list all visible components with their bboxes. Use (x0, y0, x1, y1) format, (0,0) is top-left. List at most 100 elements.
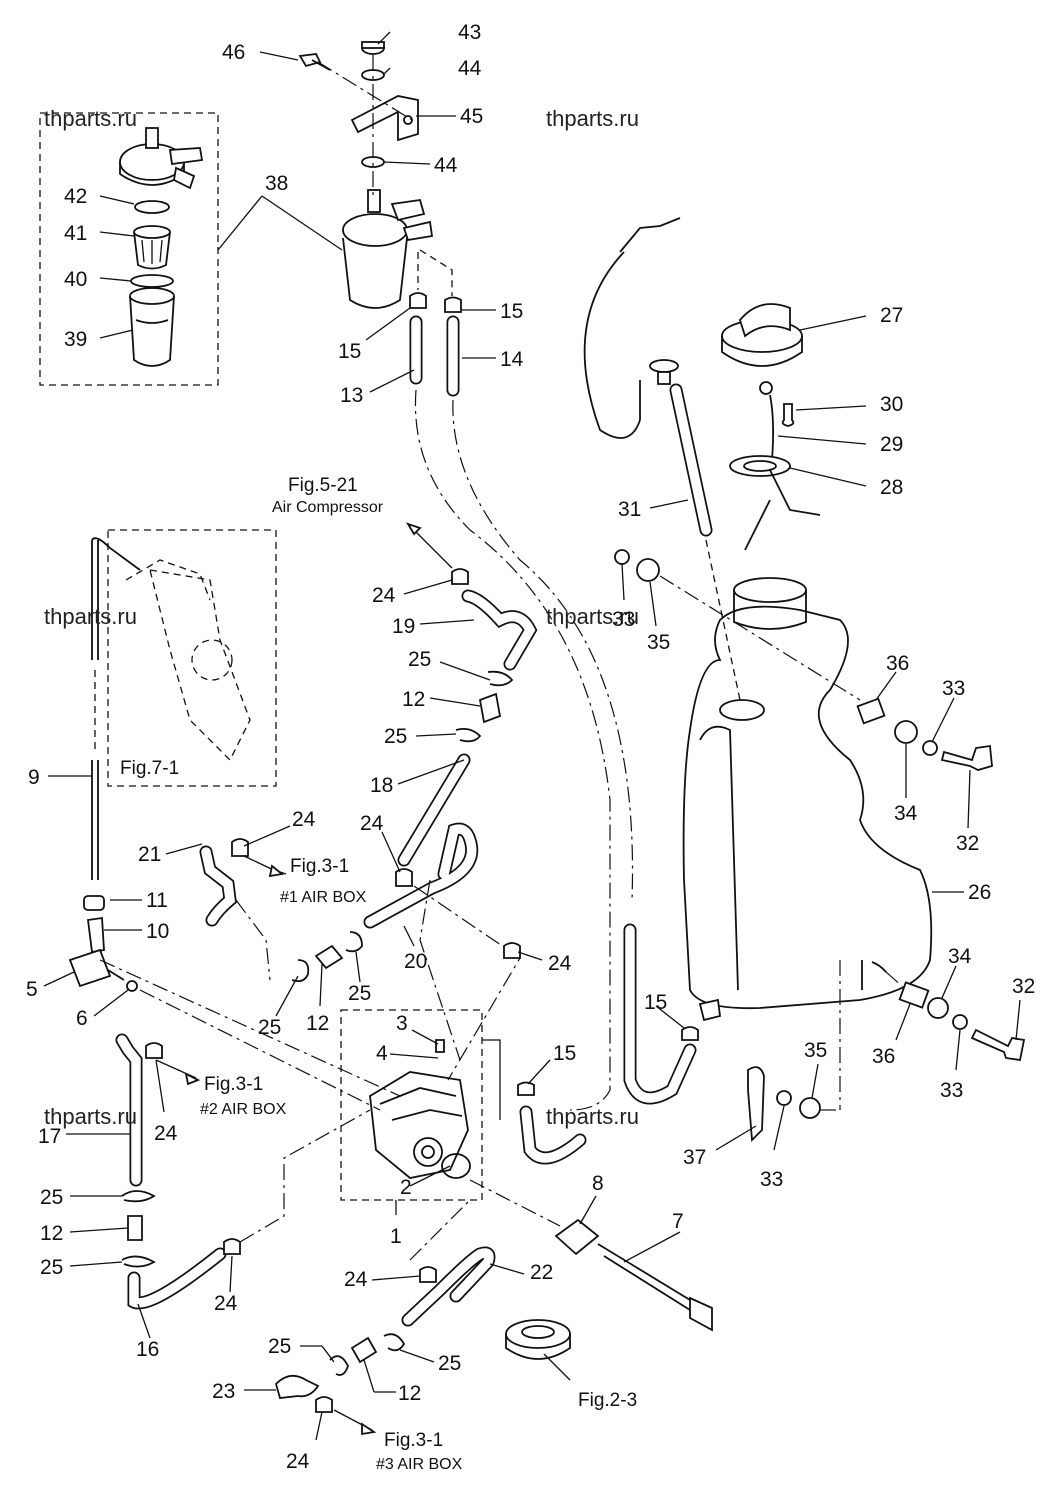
callout: 12 (40, 1222, 63, 1245)
clip-25-b (455, 727, 482, 743)
callout: 32 (1012, 975, 1035, 998)
callout: 6 (76, 1007, 88, 1030)
collar-36-a (856, 697, 886, 725)
clamp-15-d (517, 1081, 535, 1096)
callout: 38 (265, 172, 288, 195)
callout: 18 (370, 774, 393, 797)
callout: 36 (886, 652, 909, 675)
callout: 24 (292, 808, 316, 831)
grommet-34-b (927, 997, 949, 1019)
ref-fig71: Fig.7-1 (120, 758, 179, 779)
callout: 13 (340, 384, 363, 407)
figure-references: Fig.5-21 Air Compressor Fig.7-1 Fig.3-1 … (120, 475, 637, 1473)
callout: 36 (872, 1045, 895, 1068)
callout: 11 (146, 889, 168, 912)
callout: 25 (40, 1186, 63, 1209)
filter-bowl-part-39 (129, 287, 175, 367)
fuel-pump-group-box (340, 1009, 483, 1201)
clamp-15-right (444, 296, 462, 313)
grommet-35-a (636, 558, 660, 582)
strap-37 (747, 1066, 765, 1143)
clamp-24-b (395, 868, 413, 887)
filter-o-ring-part-40 (130, 274, 174, 288)
check-valve-12-b (314, 944, 344, 970)
clip-25-c (291, 959, 310, 983)
washer-33-b (922, 740, 938, 756)
callout: 24 (286, 1450, 310, 1473)
fig71-sketch (125, 559, 251, 762)
shaft-parts-7-8 (469, 1179, 713, 1332)
washer-33-a (614, 549, 630, 565)
callout: 4 (376, 1042, 388, 1065)
callout: 24 (214, 1292, 238, 1315)
fuel-line-routing-13 (414, 389, 611, 1111)
tank-cap-27 (721, 303, 803, 461)
clip-25-h (383, 1333, 406, 1352)
callout: 16 (136, 1338, 159, 1361)
callout: 23 (212, 1380, 235, 1403)
callout: 33 (612, 608, 635, 631)
callout: 31 (618, 498, 641, 521)
callout: 24 (372, 584, 396, 607)
ref-fig23: Fig.2-3 (578, 1390, 637, 1411)
check-valve-12-d (350, 1336, 378, 1364)
filter-cap-part-42-area (119, 127, 204, 214)
callout: 15 (644, 991, 667, 1014)
callout: 33 (942, 677, 965, 700)
bracket-hardware-43-46 (298, 41, 419, 200)
nut-11 (83, 895, 105, 911)
callout: 40 (64, 268, 87, 291)
clamp-15-left (409, 292, 427, 309)
callout: 24 (154, 1122, 178, 1145)
cap-pin-30 (781, 403, 795, 427)
clamp-24-d (503, 942, 521, 959)
clamp-24-f (223, 1238, 241, 1255)
callout: 2 (400, 1176, 412, 1199)
fuel-line-routing-14 (452, 399, 634, 901)
callout: 1 (390, 1225, 402, 1248)
watermark: thparts.ru (44, 1104, 137, 1129)
clamp-24-a (451, 568, 469, 585)
ref-fig521: Fig.5-21 (288, 475, 358, 496)
ref-airbox2: #2 AIR BOX (200, 1101, 287, 1118)
ref-airbox1: #1 AIR BOX (280, 889, 367, 906)
callout: 25 (408, 648, 431, 671)
bolt-32-a (940, 744, 993, 771)
callout: 19 (392, 615, 415, 638)
fuel-gauge-sender-31 (583, 217, 741, 701)
rod-9 (91, 537, 141, 880)
callout: 3 (396, 1012, 408, 1035)
callout: 45 (460, 105, 483, 128)
ref-fig31-c: Fig.3-1 (384, 1430, 443, 1451)
bolt-32-b (970, 1028, 1026, 1062)
filter-element-part-41 (133, 225, 171, 270)
fig23-disc (505, 1319, 571, 1360)
fuel-pump-assembly-1 (369, 1039, 471, 1179)
callout: 44 (458, 57, 482, 80)
callout: 9 (28, 766, 40, 789)
ref-air-compressor: Air Compressor (272, 499, 384, 516)
leader-lines (43, 31, 1021, 1441)
callout: 12 (306, 1012, 329, 1035)
watermark: thparts.ru (44, 604, 137, 629)
callout: 35 (804, 1039, 827, 1062)
callout: 15 (500, 300, 523, 323)
ref-fig31-a: Fig.3-1 (290, 856, 349, 877)
collar-36-b (898, 981, 930, 1009)
clip-25-g (329, 1355, 349, 1376)
ref-fig31-b: Fig.3-1 (204, 1074, 263, 1095)
clamp-24-h (315, 1396, 333, 1413)
callout: 25 (40, 1256, 63, 1279)
callout: 33 (760, 1168, 783, 1191)
watermark: thparts.ru (546, 1104, 639, 1129)
callout: 34 (894, 802, 918, 825)
fitting-10 (86, 916, 105, 954)
callout: 25 (348, 982, 371, 1005)
callout: 14 (500, 348, 524, 371)
callout: 33 (940, 1079, 963, 1102)
callout: 5 (26, 978, 38, 1001)
clip-25-a (487, 670, 514, 687)
check-valve-12-a (478, 692, 502, 724)
callout: 24 (360, 812, 384, 835)
clip-25-d (345, 931, 363, 953)
